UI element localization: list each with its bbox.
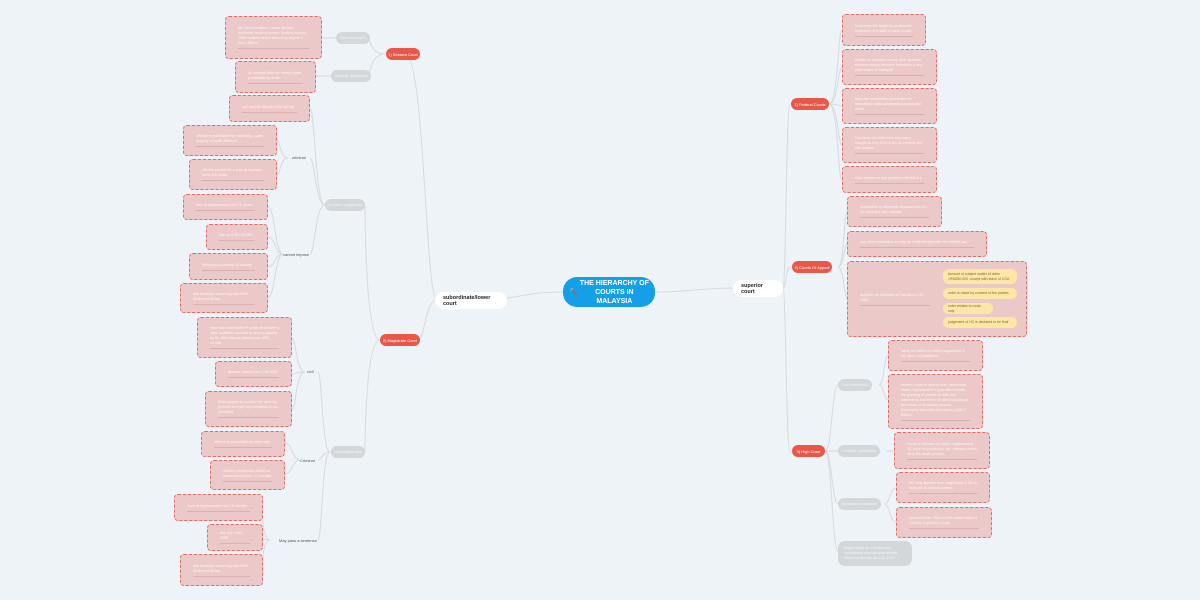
high-civil-card-2[interactable]: matters relate to divorce and matrimonia… [888, 374, 983, 429]
session-criminal-card[interactable]: All criminal offences except those punis… [235, 61, 316, 93]
high-supervisory-jurisdiction[interactable]: Supervisory and revisionary Jurisdiction… [838, 541, 912, 566]
restriction-2[interactable]: order is made by consent of the parties [943, 288, 1017, 299]
first-class-criminal-card-1[interactable]: offence is punishable by a fine only- co… [183, 125, 277, 156]
high-appellate-jurisdiction[interactable]: Appellate Jurisdiction [838, 498, 881, 510]
restriction-4[interactable]: judgement of HC is declared to be final [943, 317, 1017, 328]
high-criminal-jurisdiction[interactable]: Criminal Jurisdiction [838, 445, 880, 457]
branch-superior-court[interactable]: superior court [733, 280, 783, 297]
branch-subordinate-court[interactable]: subordinate/lower court [435, 292, 507, 309]
federal-card-2[interactable]: Decide on disputes on any other question… [842, 49, 937, 85]
second-class-criminal-card-2[interactable]: offence provides for a term of imprisonm… [210, 460, 285, 490]
second-class-civil-card-1[interactable]: Hear civil case where Pl seeks to recove… [197, 317, 292, 358]
federal-card-5[interactable]: Give opinion on any question referred to… [842, 166, 937, 193]
high-appellate-card-1[interactable]: HC hear appeals from magistrates & SC in… [896, 472, 990, 503]
second-class-civil-card-3[interactable]: Must prepare to conduct the case by your… [205, 391, 292, 427]
high-appellate-card-2[interactable]: Amount must > RM 10,000 except where it … [896, 507, 992, 538]
restriction-1[interactable]: Amount of subject matter of claim <RM250… [943, 269, 1017, 284]
second-class-civil-label: civil [307, 369, 314, 374]
federal-card-3[interactable]: May use consultative jurisdiction for fe… [842, 88, 937, 124]
cannot-impose-card-3[interactable]: Whipping exceeding 12 strokes [189, 253, 268, 280]
sentence-card-3[interactable]: any sentence combining any of the senten… [180, 554, 263, 586]
session-criminal-jurisdiction[interactable]: Criminal Jurisdiction [331, 70, 371, 82]
federal-court-node[interactable]: 1) Federal Courts [791, 98, 829, 110]
high-civil-card-1[interactable]: Issue on matters in which magistrates & … [888, 340, 983, 371]
session-civil-jurisdiction[interactable]: Civil Jurisdiction [336, 32, 370, 44]
first-class-civil-card[interactable]: civil amount dispute ≤RM 100,00 [229, 95, 310, 122]
high-court-node[interactable]: 3) High Court [792, 445, 825, 457]
second-class-civil-card-2[interactable]: amount claimed not > RM 5000 [215, 361, 292, 387]
federal-card-1[interactable]: Determine law made by parliament/ legisl… [842, 14, 926, 46]
first-class-magistrates[interactable]: 1st class magistrates [325, 199, 365, 211]
may-pass-sentence-label: May pass a sentence [279, 538, 317, 543]
cannot-impose-card-1[interactable]: term of imprisonment not > 5 years [183, 194, 268, 220]
restriction-3[interactable]: order relates to costs only [943, 303, 993, 314]
second-class-criminal-card-1[interactable]: offence is punishable by a fine only [201, 431, 285, 457]
cannot-impose-card-4[interactable]: any sentence combining any of the senten… [180, 283, 268, 313]
cannot-impose-label: cannot impose [283, 252, 310, 257]
appeal-card-1[interactable]: Jurisdiction to determine appeals from H… [847, 196, 942, 227]
first-class-criminal-card-2[interactable]: offence provide for a term of imprison m… [189, 159, 277, 190]
session-court-node[interactable]: 1) Session Court [386, 48, 420, 60]
high-criminal-card[interactable]: Focus to offences on which magistrates &… [894, 432, 990, 469]
root-topic[interactable]: 🔨THE HIERARCHY OF COURTS IN MALAYSIA [563, 277, 655, 307]
first-class-criminal-label: criminal [292, 155, 306, 160]
second-class-criminal-label: Criminal [300, 458, 315, 463]
sentence-card-2[interactable]: fine not > RM 1000 [207, 524, 263, 551]
gavel-icon: 🔨 [569, 288, 578, 296]
high-civil-jurisdiction[interactable]: Civil Jurisdiction [838, 379, 872, 391]
court-of-appeal-node[interactable]: 2) Courts Of Appeal [792, 261, 832, 273]
cannot-impose-card-2[interactable]: fine up to Rm 10,000 [206, 224, 268, 250]
sentence-card-1[interactable]: Term of imprisonment not > 6 months [174, 494, 263, 521]
federal-card-4[interactable]: Can hear and determine any cases brought… [842, 127, 937, 163]
magistrate-court-node[interactable]: 2) Magistrate Court [380, 334, 420, 346]
appeal-card-2[interactable]: Any other jurisdiction as may be conferr… [847, 231, 987, 257]
session-civil-card[interactable]: All criminal matters : motor vehicle acc… [225, 16, 322, 59]
second-class-magistrates[interactable]: 2nd magistrates [331, 446, 365, 458]
